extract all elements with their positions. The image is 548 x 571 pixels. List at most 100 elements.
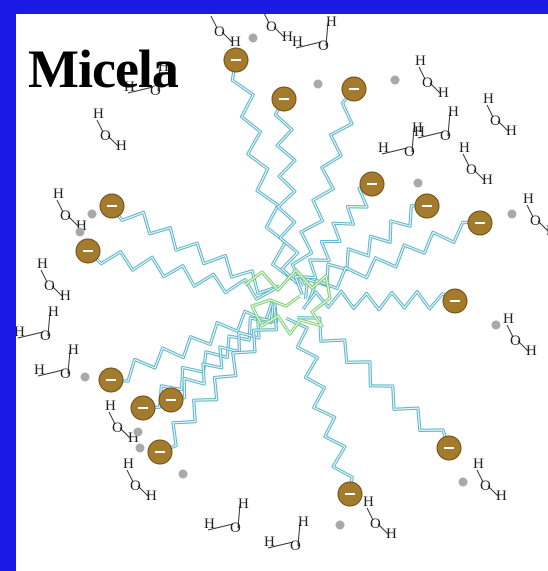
oxygen-atom: O xyxy=(266,19,277,35)
diagram-panel: OHHOHHOHHOHHOHHOHHOHHOHHOHHOHHOHHOHHOHHO… xyxy=(16,14,548,571)
water-molecule: OHH xyxy=(207,14,241,50)
polar-head xyxy=(130,395,156,421)
surfactant-tail-highlight xyxy=(111,205,280,294)
hydrogen-atom: H xyxy=(415,53,426,69)
oxygen-atom: O xyxy=(130,478,141,494)
surfactant-tail xyxy=(290,87,356,287)
oh-bond xyxy=(56,199,64,213)
counter-ion xyxy=(75,227,85,237)
oh-bond xyxy=(462,153,470,167)
oil-core-highlight xyxy=(244,269,331,336)
oxygen-atom: O xyxy=(530,213,541,229)
oh-bond xyxy=(497,120,509,132)
surfactant-tail-highlight xyxy=(87,250,276,300)
surfactant-tail-highlight xyxy=(294,183,373,296)
oxygen-atom: O xyxy=(440,128,451,144)
water-molecule: OHH xyxy=(483,91,517,139)
hydrogen-atom: H xyxy=(105,398,116,414)
oh-bond xyxy=(37,369,64,377)
oxygen-atom: O xyxy=(404,144,415,160)
surfactant-tail-highlight xyxy=(291,88,355,287)
oh-bond xyxy=(476,469,484,483)
polar-head xyxy=(359,171,385,197)
oh-bond xyxy=(40,269,48,283)
hydrogen-atom: H xyxy=(282,29,293,45)
polar-head xyxy=(147,439,173,465)
surfactant-tail xyxy=(297,316,451,449)
oh-bond xyxy=(377,523,389,535)
oh-bond xyxy=(473,169,485,181)
oh-bond xyxy=(297,521,301,547)
oh-bond xyxy=(210,15,218,29)
hydrogen-atom: H xyxy=(116,138,127,154)
oxygen-atom: O xyxy=(60,366,71,382)
hydrogen-atom: H xyxy=(128,430,139,446)
water-molecule: OHH xyxy=(37,256,71,304)
oh-bond xyxy=(237,503,241,529)
micelle-core xyxy=(244,268,332,336)
surfactant-tail-highlight xyxy=(297,317,450,449)
hydrogen-atom: H xyxy=(207,14,218,18)
surfactant-tail xyxy=(86,249,277,301)
hydrogen-atom: H xyxy=(76,218,87,234)
water-molecule: OHH xyxy=(263,14,293,45)
hydrogen-atom: H xyxy=(230,34,241,50)
hydrogen-atom: H xyxy=(363,494,374,510)
hydrogen-atom: H xyxy=(298,514,309,530)
oh-bond xyxy=(126,469,134,483)
oxygen-atom: O xyxy=(422,75,433,91)
water-molecule: OHH xyxy=(523,191,548,239)
surfactant-tail xyxy=(285,316,354,495)
surfactant-tail-highlight xyxy=(274,98,299,285)
water-molecule: OHH xyxy=(414,104,459,144)
oh-bond xyxy=(157,66,161,92)
hydrogen-atom: H xyxy=(146,488,157,504)
water-molecule: OHH xyxy=(459,140,493,188)
counter-ion xyxy=(80,372,90,382)
surfactant-tail-highlight xyxy=(302,290,456,311)
water-molecule: OHH xyxy=(264,514,309,554)
slide-title: Micela xyxy=(28,39,179,99)
surfactant-tail xyxy=(159,307,279,454)
hydrogen-atom: H xyxy=(438,85,449,101)
hydrogen-atom: H xyxy=(526,343,537,359)
oh-bond xyxy=(96,119,104,133)
water-molecule: OHH xyxy=(93,106,127,154)
oxygen-atom: O xyxy=(60,208,71,224)
hydrogen-atom: H xyxy=(53,186,64,202)
micelle-diagram: OHHOHHOHHOHHOHHOHHOHHOHHOHHOHHOHHOHHOHHO… xyxy=(16,14,548,554)
hydrogen-atom: H xyxy=(204,516,215,532)
water-molecule: OHH xyxy=(204,496,249,536)
hydrogen-atom: H xyxy=(523,191,534,207)
surfactant-tail-highlight xyxy=(159,307,278,453)
oh-bond xyxy=(267,541,294,549)
hydrogen-atom: H xyxy=(378,140,389,156)
hydrogen-atom: H xyxy=(93,106,104,122)
oh-bond xyxy=(119,427,131,439)
oxygen-atom: O xyxy=(112,420,123,436)
water-molecule: OHH xyxy=(415,53,449,101)
counter-ion xyxy=(390,75,400,85)
surfactant-tail-highlight xyxy=(285,317,353,495)
oxygen-atom: O xyxy=(214,24,225,40)
counter-ion xyxy=(135,443,145,453)
oh-bond xyxy=(51,285,63,297)
hydrogen-atom: H xyxy=(60,288,71,304)
hydrogen-atom: H xyxy=(483,91,494,107)
water-molecule: OHH xyxy=(16,304,59,344)
oh-bond xyxy=(506,324,514,338)
oh-bond xyxy=(325,21,329,47)
oxygen-atom: O xyxy=(44,278,55,294)
oh-bond xyxy=(447,111,451,137)
oh-bond xyxy=(295,41,322,49)
hydrogen-atom: H xyxy=(238,496,249,512)
hydrogen-atom: H xyxy=(48,304,59,320)
polar-heads xyxy=(75,47,493,507)
oxygen-atom: O xyxy=(318,38,329,54)
polar-head xyxy=(223,47,249,73)
hydrogen-atom: H xyxy=(414,124,425,140)
oh-bond xyxy=(418,66,426,80)
oh-bond xyxy=(487,485,499,497)
hydrogen-atom: H xyxy=(503,311,514,327)
